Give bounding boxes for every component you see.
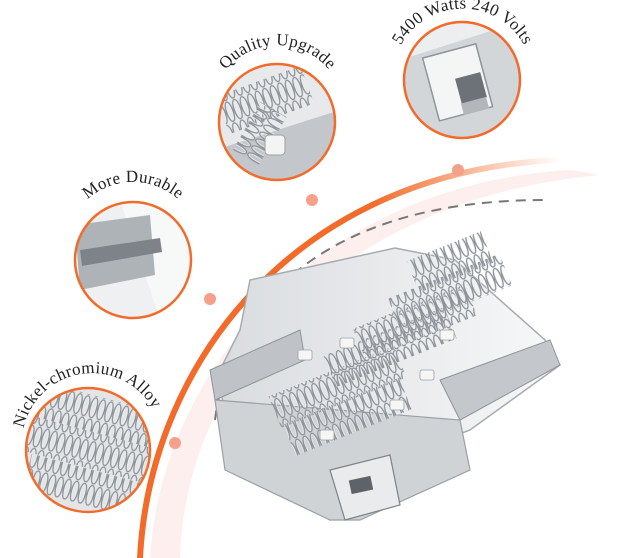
heating-element-product xyxy=(209,231,561,522)
quality-upgrade-callout: Quality Upgrade xyxy=(215,30,340,182)
more-durable-callout: More Durable xyxy=(73,167,193,320)
more-durable-label: More Durable xyxy=(79,167,188,203)
nickel-chromium-callout: Nickel-chromium Alloy xyxy=(9,358,166,514)
arc-dot-quality xyxy=(306,194,318,206)
arc-dot-alloy xyxy=(169,437,181,449)
coil-rows xyxy=(268,231,512,456)
watts-volts-callout: 5400 Watts 240 Volts xyxy=(388,0,537,140)
arc-dot-durable xyxy=(204,293,216,305)
arc-dot-watts xyxy=(452,164,464,176)
